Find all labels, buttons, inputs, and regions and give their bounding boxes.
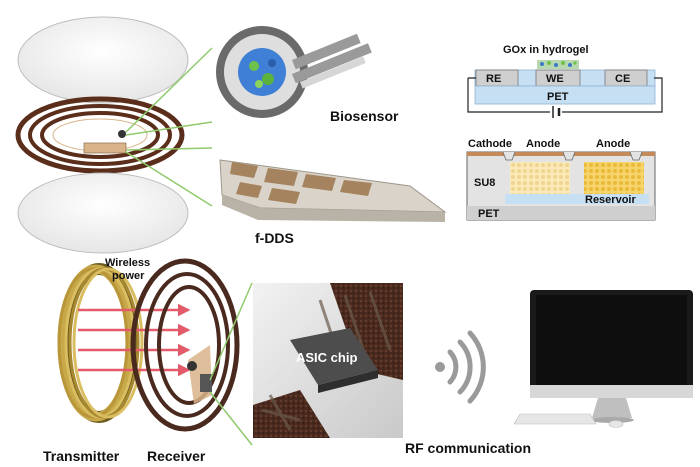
- reservoir-left: [510, 162, 570, 194]
- biosensor-zoom: Biosensor: [216, 26, 399, 124]
- anode2-label: Anode: [596, 138, 630, 150]
- gox-label: GOx in hydrogel: [503, 44, 589, 56]
- receiver-coil: [130, 258, 240, 432]
- circuit-wire: [467, 77, 663, 113]
- reservoir-right: [584, 162, 644, 194]
- gox-hydrogel: [537, 60, 579, 69]
- reservoir-channel: [505, 194, 649, 204]
- exploded-lens-assembly: [15, 16, 213, 254]
- cathode-label: Cathode: [468, 138, 512, 150]
- anode1-label: Anode: [526, 138, 560, 150]
- monitor-icon: [513, 290, 693, 428]
- re-label: RE: [486, 73, 501, 85]
- pet-top-label: PET: [547, 91, 569, 103]
- leader-asic-top: [209, 282, 253, 381]
- leader-asic-bottom: [209, 391, 253, 446]
- electrode-schematic: GOx in hydrogel RE WE CE PET: [467, 44, 663, 118]
- wireless-power-label-line1: Wireless: [105, 257, 150, 269]
- rf-waves-icon: [435, 330, 486, 404]
- transmitter-coil: [57, 263, 144, 423]
- transmitter-label: Transmitter: [43, 448, 120, 464]
- lens-circuit-layer: [15, 96, 185, 174]
- receiver-label: Receiver: [147, 448, 206, 464]
- reservoir-schematic: Cathode Anode Anode SU8 Reservoir PET: [466, 138, 656, 221]
- ce-label: CE: [615, 73, 630, 85]
- asic-chip-photo: ASIC chip: [253, 283, 403, 438]
- su8-label: SU8: [474, 177, 495, 189]
- lens-bottom-layer: [17, 172, 189, 254]
- pet-bottom-label: PET: [478, 208, 500, 220]
- we-label: WE: [546, 73, 564, 85]
- fdds-label: f-DDS: [255, 230, 294, 246]
- leader-lines: [125, 47, 213, 207]
- lens-top-layer: [17, 16, 189, 104]
- reservoir-label: Reservoir: [585, 194, 636, 206]
- biosensor-label: Biosensor: [330, 108, 399, 124]
- wireless-power-label-line2: power: [112, 270, 145, 282]
- pet-substrate-top: [474, 85, 656, 105]
- asic-label: ASIC chip: [296, 350, 357, 365]
- pet-substrate-bottom: [467, 206, 655, 220]
- rf-communication-label: RF communication: [405, 440, 531, 456]
- fdds-zoom: f-DDS: [219, 159, 447, 246]
